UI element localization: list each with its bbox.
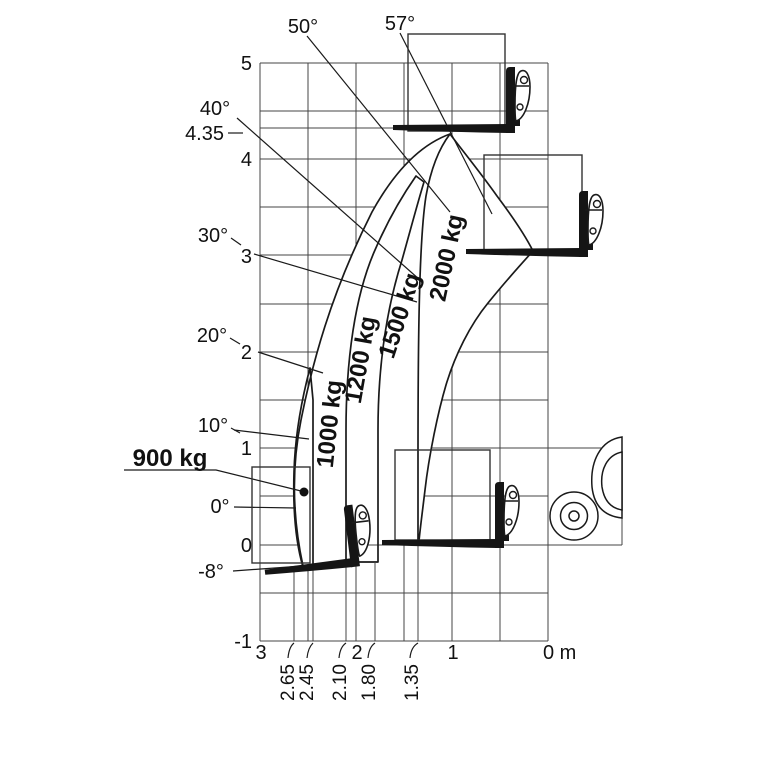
envelope-interior — [294, 134, 533, 566]
capacity-point-label: 900 kg — [133, 445, 208, 472]
dash-10 — [230, 427, 241, 434]
marker-hook-1.35 — [409, 642, 419, 659]
leader-10 — [233, 429, 310, 440]
capacity-zone-1200kg — [345, 175, 425, 563]
capacity-zone-2000kg — [417, 133, 534, 542]
load-box-minus8 — [251, 466, 311, 564]
x-tick-0m: 0 m — [543, 642, 576, 664]
y-tick-1: 1 — [241, 438, 252, 460]
y-tick-m1: -1 — [234, 631, 252, 653]
y-tick-2: 2 — [241, 342, 252, 364]
capacity-point-dot — [299, 487, 309, 497]
angle-label-10: 10° — [198, 415, 228, 437]
angle-label-50: 50° — [288, 16, 318, 38]
leader-30 — [253, 253, 418, 303]
marker-hook-2.65 — [287, 642, 295, 659]
angle-label-minus8: -8° — [198, 561, 224, 583]
angle-label-40: 40° — [200, 98, 230, 120]
machine-icon — [549, 436, 623, 541]
angle-label-20: 20° — [197, 325, 227, 347]
envelope-outer-boundary — [293, 133, 451, 567]
leader-900kg — [124, 469, 302, 492]
x-tick-2: 2 — [351, 642, 362, 664]
reach-marker-label-180: 1.80 — [359, 664, 380, 701]
angle-label-30: 30° — [198, 225, 228, 247]
marker-hook-1.80 — [367, 642, 376, 659]
y-tick-435: 4.35 — [185, 123, 224, 145]
y-tick-3: 3 — [241, 246, 252, 268]
leader-0 — [233, 506, 297, 509]
reach-marker-label-245: 2.45 — [297, 664, 318, 701]
capacity-envelope — [292, 133, 534, 568]
dash-30 — [230, 237, 242, 246]
fork-carriage-icon-top — [392, 66, 531, 134]
dash-20 — [229, 337, 241, 345]
leader-20 — [257, 351, 324, 374]
marker-hook-2.45 — [306, 642, 314, 659]
reach-marker-label-265: 2.65 — [278, 664, 299, 701]
reach-marker-label-135: 1.35 — [402, 664, 423, 701]
y-tick-4: 4 — [241, 149, 252, 171]
angle-label-57: 57° — [385, 13, 415, 35]
angle-labels: 50° 57° 40° 30° 20° 10° 0° -8° — [197, 13, 415, 583]
leader-40 — [236, 117, 421, 281]
x-tick-1: 1 — [447, 642, 458, 664]
leader-57 — [399, 32, 493, 215]
reach-marker-label-210: 2.10 — [330, 664, 351, 701]
angle-label-0: 0° — [210, 496, 229, 518]
marker-hook-2.10 — [338, 642, 347, 659]
y-tick-0: 0 — [241, 535, 252, 557]
x-tick-3: 3 — [255, 642, 266, 664]
load-box-top — [407, 33, 506, 132]
axis-labels: 5 4 3 2 1 0 -1 4.35 3 2 1 0 m 2.65 2.45 … — [185, 53, 576, 701]
leader-50 — [306, 35, 451, 213]
y-tick-5: 5 — [241, 53, 252, 75]
fender-inner-icon — [600, 451, 623, 511]
